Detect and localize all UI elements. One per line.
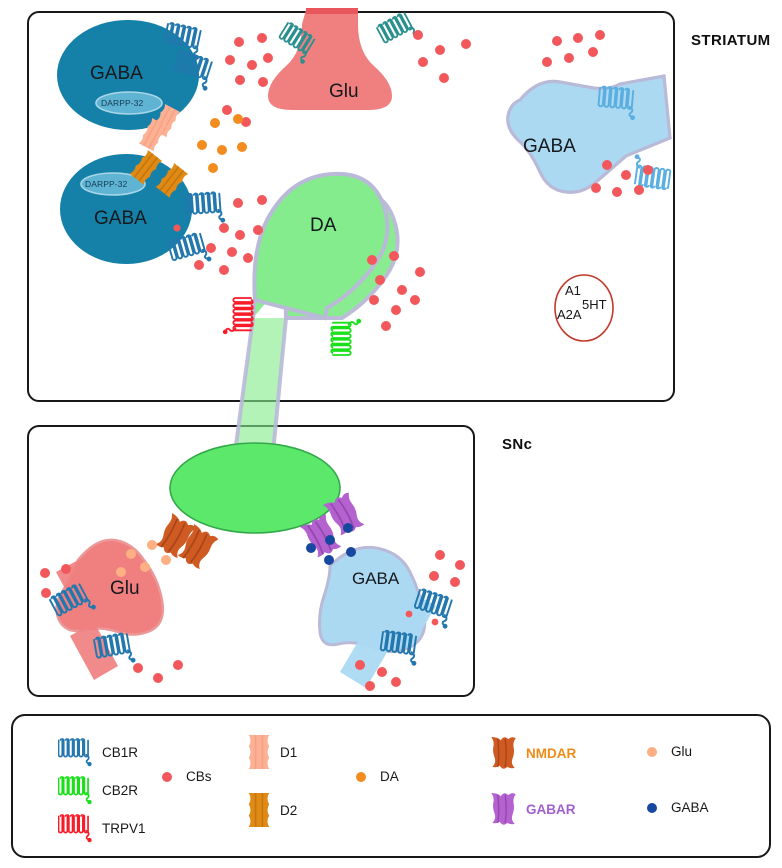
receptor-d2-msn2-b: [155, 163, 189, 198]
legend-item-da: DA: [352, 769, 399, 784]
legend-label-gabar: GABAR: [526, 801, 576, 817]
da-dot-icon: [352, 771, 370, 782]
legend-item-trpv1: TRPV1: [57, 806, 146, 850]
d2-receptor-icon: [248, 793, 270, 827]
cell-gaba-msn-d2: [60, 154, 192, 264]
legend-label-d2: D2: [280, 802, 298, 818]
legend-item-gaba: GABA: [643, 800, 709, 815]
receptor-cb2r-da: [330, 318, 362, 356]
cell-glu-terminal-striatum: [268, 8, 392, 110]
legend-item-nmdar: NMDAR: [490, 737, 576, 769]
cell-gaba-terminal-snc: [318, 545, 436, 688]
cbs-dot-bound-gaba-snc: [431, 618, 439, 626]
legend-item-d2: D2: [248, 793, 297, 827]
cell-glu-terminal-snc: [55, 538, 165, 680]
legend-item-d1: D1: [248, 735, 297, 769]
gaba-dot-icon: [643, 802, 661, 813]
legend-label-gaba: GABA: [671, 800, 709, 815]
molecule-dots-cbs-snc: [40, 550, 465, 691]
legend-item-gabar: GABAR: [490, 793, 576, 825]
cell-gaba-interneuron: [506, 74, 672, 194]
cbs-dot-icon: [158, 771, 176, 782]
cell-da-terminal: [251, 171, 400, 321]
receptor-label-a1: A1: [565, 283, 581, 298]
legend-item-cb2r: CB2R: [57, 768, 139, 812]
legend-label-cbs: CBs: [186, 769, 212, 784]
panel-title-snc: SNc: [502, 436, 533, 453]
darpp32-label-2: DARPP-32: [85, 179, 128, 189]
receptor-cb1r-msn2-a: [184, 190, 227, 226]
gabar-receptor-icon: [490, 793, 516, 825]
receptor-d2-msn2-a: [129, 150, 163, 185]
legend-label-nmdar: NMDAR: [526, 745, 577, 761]
cbs-dot-bound-gaba-snc-2: [405, 610, 413, 618]
legend-item-glu: Glu: [643, 744, 692, 759]
glu-dot-icon: [643, 746, 661, 757]
nmdar-receptor-icon: [490, 737, 516, 769]
receptor-nmdar-soma-a: [153, 513, 197, 560]
darpp32-label-1: DARPP-32: [101, 98, 144, 108]
panel-legend: [11, 714, 771, 858]
legend-label-d1: D1: [280, 744, 298, 760]
cbs-dot-bound-msn2: [173, 224, 181, 232]
adenosine-receptor-circle: [554, 274, 614, 342]
legend-label-trpv1: TRPV1: [102, 820, 146, 836]
receptor-cb1r-glu-top-b: [375, 9, 422, 53]
d1-receptor-icon: [248, 735, 270, 769]
receptor-gabar-soma-a: [300, 513, 343, 560]
molecule-dots-cbs-striatum: [194, 30, 653, 331]
trpv1-receptor-icon: [57, 806, 93, 850]
darpp32-badge-2: [80, 172, 146, 196]
molecule-dots-glu: [116, 540, 171, 577]
cell-gaba-msn-d1: [57, 20, 199, 130]
legend-label-cb1r: CB1R: [102, 744, 139, 760]
receptor-trpv1-da: [222, 297, 254, 335]
molecule-dots-gaba: [306, 523, 356, 565]
legend-label-cb2r: CB2R: [102, 782, 139, 798]
receptor-nmdar-soma-b: [175, 524, 219, 571]
receptor-label-5ht: 5HT: [582, 297, 607, 312]
legend-item-cbs: CBs: [158, 769, 212, 784]
legend-label-da: DA: [380, 769, 399, 784]
receptor-label-a2a: A2A: [557, 307, 582, 322]
legend-label-glu: Glu: [671, 744, 693, 759]
darpp32-badge-1: [95, 91, 163, 115]
molecule-dots-da: [197, 114, 247, 173]
legend-item-cb1r: CB1R: [57, 730, 139, 774]
receptor-d1-msn1-b: [138, 118, 168, 152]
cell-da-soma: [169, 442, 341, 534]
panel-title-striatum: STRIATUM: [691, 32, 771, 49]
